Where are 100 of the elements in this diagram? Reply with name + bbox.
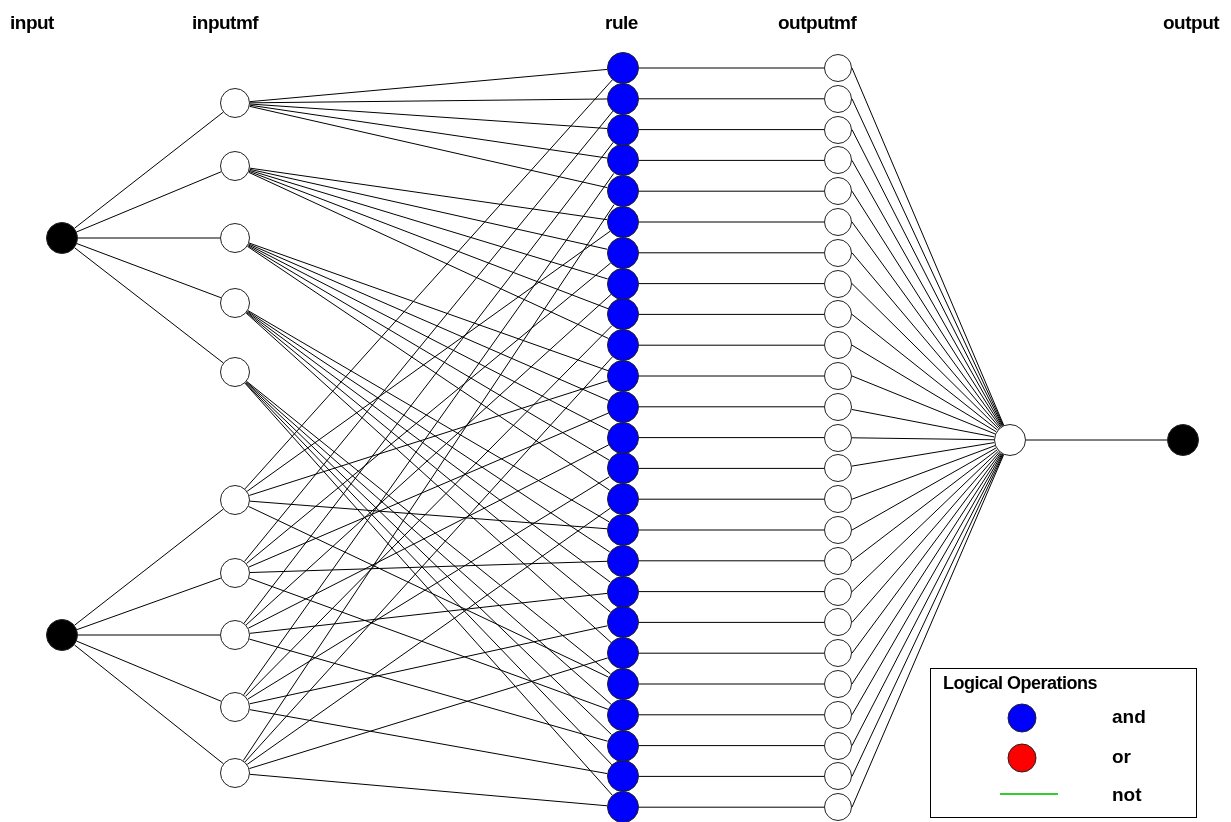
output-membership-node	[824, 238, 852, 267]
connector-line	[248, 171, 609, 339]
connector-line	[638, 406, 825, 408]
connector-line	[249, 103, 608, 129]
membership-function-node	[220, 151, 250, 181]
connector-line	[638, 129, 825, 131]
membership-function-node	[220, 758, 250, 788]
connector-line	[77, 237, 221, 239]
connector-line	[244, 110, 614, 562]
connector-line	[851, 442, 995, 467]
connector-line	[248, 638, 609, 742]
legend-label: not	[1112, 784, 1142, 806]
output-membership-node	[824, 146, 852, 175]
output-membership-node	[824, 331, 852, 360]
membership-function-node	[220, 485, 250, 515]
column-heading: input	[10, 12, 54, 34]
connector-line	[638, 344, 825, 346]
connector-line	[77, 634, 221, 636]
column-heading: inputmf	[192, 12, 259, 34]
connector-line	[638, 313, 825, 315]
connector-line	[76, 577, 222, 631]
membership-function-node	[220, 288, 250, 318]
connector-line	[74, 111, 224, 229]
output-membership-node	[824, 362, 852, 390]
connector-line	[851, 449, 998, 562]
output-membership-node	[824, 608, 852, 637]
connector-line	[638, 467, 825, 469]
connector-line	[249, 592, 608, 634]
column-heading: rule	[605, 12, 638, 34]
membership-function-node	[220, 357, 250, 387]
connector-line	[851, 252, 1001, 429]
legend-label: or	[1112, 746, 1131, 768]
membership-function-node	[220, 620, 250, 650]
connector-line	[76, 171, 222, 233]
connector-line	[638, 437, 825, 439]
connector-line	[248, 170, 609, 310]
connector-line	[638, 190, 825, 192]
connector-line	[638, 806, 825, 808]
connector-line	[638, 652, 825, 654]
connector-line	[638, 159, 825, 161]
connector-line	[638, 283, 825, 285]
connector-line	[638, 683, 825, 685]
membership-function-node	[220, 88, 250, 118]
connector-line	[249, 98, 608, 104]
connector-line	[243, 172, 615, 696]
connector-line	[249, 167, 608, 221]
membership-function-node	[220, 692, 250, 722]
connector-line	[76, 640, 222, 702]
output-membership-node	[824, 639, 852, 668]
input-node	[46, 222, 78, 254]
output-membership-node	[824, 269, 852, 298]
connector-line	[248, 242, 609, 372]
output-membership-node	[824, 423, 852, 452]
membership-function-node	[220, 558, 250, 588]
connector-line	[638, 745, 825, 747]
output-membership-node	[824, 454, 852, 483]
output-membership-node	[824, 670, 852, 698]
connector-line	[243, 141, 614, 624]
connector-line	[638, 529, 825, 531]
connector-line	[851, 408, 995, 438]
output-membership-node	[824, 793, 852, 822]
aggregation-node	[994, 424, 1026, 456]
connector-line	[851, 313, 998, 431]
connector-line	[248, 577, 609, 710]
connector-line	[851, 447, 997, 531]
connector-line	[638, 591, 825, 593]
connector-line	[249, 104, 608, 159]
connector-line	[74, 644, 224, 765]
connector-line	[638, 375, 825, 377]
output-membership-node	[824, 700, 852, 729]
connector-line	[638, 621, 825, 623]
connector-line	[74, 508, 224, 626]
connector-line	[638, 98, 825, 100]
connector-line	[242, 204, 615, 761]
connector-line	[249, 625, 608, 705]
connector-line	[851, 450, 999, 593]
connector-line	[638, 252, 825, 254]
output-membership-node	[824, 546, 852, 575]
connector-line	[74, 247, 224, 364]
output-membership-node	[824, 115, 852, 144]
connector-line	[851, 375, 996, 435]
output-membership-node	[824, 392, 852, 421]
output-membership-node	[824, 516, 852, 544]
output-membership-node	[824, 54, 852, 82]
connector-line	[249, 168, 608, 250]
output-membership-node	[824, 84, 852, 113]
column-heading: outputmf	[778, 12, 857, 34]
connector-line	[638, 221, 825, 223]
connector-line	[1025, 439, 1168, 441]
legend-title: Logical Operations	[943, 673, 1098, 694]
output-node	[1167, 424, 1199, 456]
connector-line	[248, 505, 610, 678]
connector-line	[851, 445, 996, 500]
output-membership-node	[824, 577, 852, 606]
input-node	[46, 619, 78, 651]
connector-line	[638, 775, 825, 777]
output-membership-node	[824, 300, 852, 329]
connector-line	[851, 344, 997, 433]
connector-line	[247, 476, 610, 700]
connector-line	[249, 105, 608, 189]
